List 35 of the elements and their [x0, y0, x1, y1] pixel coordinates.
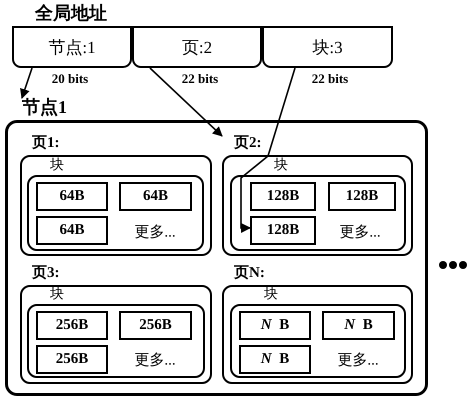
page-heading: 页3: [32, 266, 60, 281]
block-cell: 128B [328, 182, 396, 211]
block-cell: 64B [119, 182, 192, 211]
block-heading: 块 [50, 288, 64, 302]
block-cell: 256B [119, 311, 192, 340]
block-cell: 128B [250, 182, 316, 211]
block-cell: N B [322, 311, 395, 340]
block-cell: N B [239, 345, 311, 374]
block-cell: 256B [36, 345, 108, 374]
block-cell: 256B [36, 311, 108, 340]
block-heading: 块 [264, 288, 278, 302]
more-label: 更多... [134, 351, 176, 370]
address-field: 块:3 [262, 26, 393, 68]
more-label: 更多... [134, 223, 176, 242]
address-field: 节点:1 [12, 26, 132, 68]
more-label: 更多... [337, 351, 379, 370]
page-heading: 页N: [234, 266, 265, 281]
page-heading: 页1: [32, 136, 60, 151]
block-cell: 64B [36, 216, 108, 245]
node-heading: 节点1 [22, 98, 67, 116]
address-title: 全局地址 [35, 4, 107, 22]
block-cell: 128B [250, 216, 316, 245]
address-field: 页:2 [132, 26, 262, 68]
page-heading: 页2: [234, 136, 262, 151]
block-cell: N B [239, 311, 311, 340]
block-cell: 64B [36, 182, 108, 211]
block-heading: 块 [50, 159, 64, 173]
arrow [240, 68, 296, 233]
arrow [20, 68, 33, 99]
bit-width-label: 22 bits [312, 71, 348, 87]
more-label: 更多... [339, 223, 381, 242]
block-heading: 块 [274, 159, 288, 173]
arrow [149, 67, 223, 137]
bit-width-label: 22 bits [182, 71, 218, 87]
bit-width-label: 20 bits [52, 71, 88, 87]
